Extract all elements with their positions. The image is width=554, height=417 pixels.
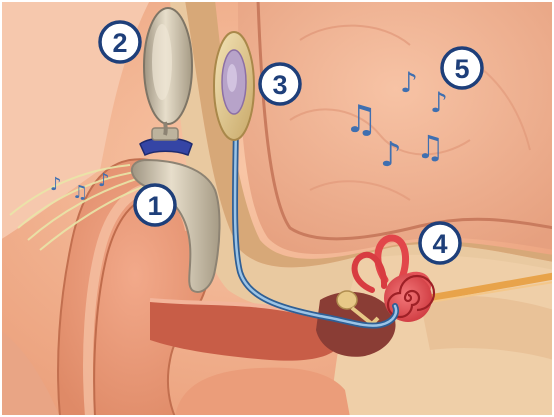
implant-highlight [227,64,237,92]
marker-label: 4 [432,229,447,259]
marker-1: 1 [135,185,175,225]
brain-region [238,0,554,254]
music-note: ♪ [430,86,448,119]
music-note: ♫ [344,97,378,141]
ossicle-malleus [337,291,357,309]
music-note: ♪ [50,174,62,195]
marker-5: 5 [442,48,482,88]
marker-label: 2 [112,28,127,58]
music-note: ♫ [416,128,445,166]
marker-2: 2 [100,22,140,62]
marker-label: 5 [454,54,469,84]
marker-label: 1 [147,191,162,221]
coil-cable [165,122,166,135]
music-note: ♪ [98,170,110,191]
transmitter-highlight [152,24,172,100]
music-note: ♪ [380,135,402,175]
marker-label: 3 [272,70,287,100]
marker-4: 4 [420,223,460,263]
music-note: ♫ [72,182,88,203]
marker-3: 3 [260,64,300,104]
music-note: ♪ [400,66,418,99]
